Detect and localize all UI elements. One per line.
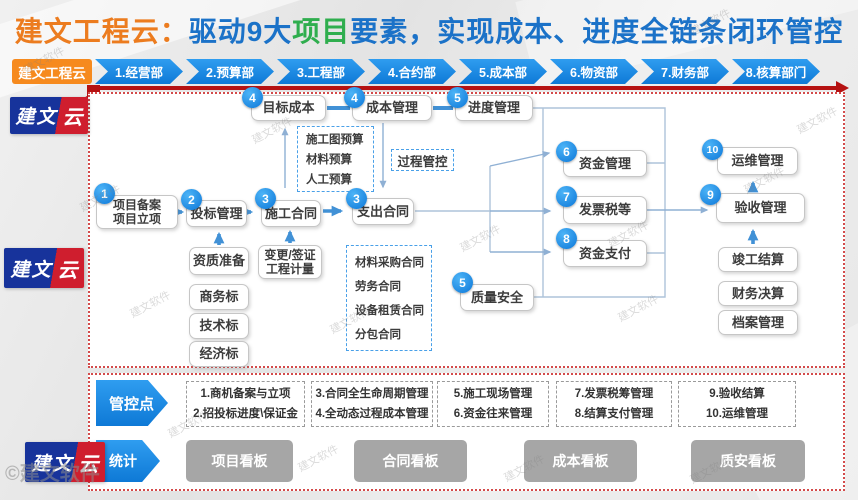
nav-item-chengbenbu: 5.成本部 (459, 59, 547, 84)
cp-line: 9.验收结算 (709, 388, 765, 400)
badge-4b: 4 (344, 87, 365, 108)
node-fund-management: 资金管理 (563, 150, 647, 177)
change-visa-line1: 变更/签证 (264, 247, 316, 262)
node-bidding: 投标管理 (186, 200, 247, 227)
node-economic-bid: 经济标 (189, 341, 249, 367)
badge-8: 8 (556, 228, 577, 249)
nav-item-jingyingbu: 1.经营部 (95, 59, 183, 84)
badge-1: 1 (94, 183, 115, 204)
control-point-group-5: 9.验收结算 10.运维管理 (678, 381, 796, 427)
title-brand: 建文工程云： (14, 16, 189, 47)
nav-item-caiwubu: 7.财务部 (641, 59, 729, 84)
project-filing-line2: 项目立项 (112, 212, 161, 226)
nav-home-chip: 建文工程云 (12, 59, 92, 84)
control-point-group-4: 7.发票税筹管理 8.结算支付管理 (556, 381, 672, 427)
cp-line: 8.结算支付管理 (574, 408, 654, 420)
board-contract: 合同看板 (354, 440, 467, 482)
badge-3a: 3 (255, 188, 276, 209)
board-cost: 成本看板 (524, 440, 637, 482)
cp-line: 3.合同全生命周期管理 (315, 388, 429, 400)
contract-line: 分包合同 (355, 329, 401, 341)
contract-line: 劳务合同 (355, 281, 401, 293)
node-financial-settlement: 财务决算 (718, 281, 798, 306)
badge-3b: 3 (346, 188, 367, 209)
node-progress-management: 进度管理 (455, 95, 533, 121)
budget-list: 施工图预算 材料预算 人工预算 (297, 126, 374, 192)
contract-list: 材料采购合同 劳务合同 设备租赁合同 分包合同 (346, 245, 432, 351)
contract-line: 设备租赁合同 (355, 305, 424, 317)
jianwen-cloud-logo: 建文 云 (25, 442, 105, 482)
nav-item-yusuanbu: 2.预算部 (186, 59, 274, 84)
badge-5b: 5 (452, 272, 473, 293)
badge-7: 7 (556, 186, 577, 207)
control-point-group-1: 1.商机备案与立项 2.招投标进度\保证金 (186, 381, 305, 427)
cp-line: 4.全动态过程成本管理 (315, 408, 429, 420)
cp-line: 1.商机备案与立项 (200, 388, 291, 400)
node-invoice-tax: 发票税等 (563, 196, 647, 224)
control-point-group-3: 5.施工现场管理 6.资金往来管理 (437, 381, 549, 427)
badge-4a: 4 (242, 87, 263, 108)
node-cost-management: 成本管理 (352, 95, 432, 121)
logo-text-1: 建文 (15, 107, 58, 128)
red-arrow-right-icon (836, 81, 849, 95)
change-visa-line2: 工程计量 (265, 262, 314, 276)
control-point-group-2: 3.合同全生命周期管理 4.全动态过程成本管理 (311, 381, 433, 427)
title-seg1: 驱动9大 (188, 16, 293, 47)
badge-6: 6 (556, 141, 577, 162)
badge-10: 10 (702, 139, 723, 160)
node-construction-contract: 施工合同 (261, 200, 321, 227)
nav-item-gongchengbu: 3.工程部 (277, 59, 365, 84)
cp-line: 10.运维管理 (706, 408, 768, 420)
node-quality-safety: 质量安全 (460, 284, 534, 311)
cp-line: 7.发票税筹管理 (574, 388, 654, 400)
logo-text-2: 云 (62, 107, 83, 129)
budget-line: 材料预算 (306, 154, 352, 166)
budget-line: 人工预算 (306, 174, 352, 186)
process-control-box: 过程管控 (391, 149, 454, 171)
department-nav: 建文工程云 1.经营部 2.预算部 3.工程部 4.合约部 5.成本部 6.物资… (12, 59, 820, 84)
node-business-bid: 商务标 (189, 284, 249, 310)
cp-line: 5.施工现场管理 (453, 388, 533, 400)
node-qualification: 资质准备 (189, 247, 249, 275)
board-quality: 质安看板 (691, 440, 805, 482)
node-target-cost: 目标成本 (251, 95, 326, 121)
node-operation-management: 运维管理 (717, 147, 798, 175)
logo-text-1: 建文 (31, 453, 74, 475)
board-project: 项目看板 (186, 440, 293, 482)
project-filing-line1: 项目备案 (112, 197, 161, 212)
logo-text-1: 建文 (10, 259, 53, 281)
logo-text-2: 云 (78, 453, 99, 476)
node-completion-settlement: 竣工结算 (718, 247, 798, 272)
badge-2: 2 (181, 189, 202, 210)
title-seg2: 项目 (292, 16, 351, 47)
contract-line: 材料采购合同 (355, 257, 424, 269)
logo-text-2: 云 (57, 259, 78, 282)
cp-line: 6.资金往来管理 (453, 408, 533, 420)
node-acceptance-management: 验收管理 (716, 193, 805, 223)
red-loop-line (99, 86, 838, 90)
node-project-filing: 项目备案 项目立项 (96, 195, 178, 229)
copyright-watermark: ©建文软件 (5, 463, 100, 485)
badge-9: 9 (700, 184, 721, 205)
nav-item-wuzibu: 6.物资部 (550, 59, 638, 84)
budget-line: 施工图预算 (306, 134, 364, 146)
node-technical-bid: 技术标 (189, 313, 249, 339)
page-title: 建文工程云：驱动9大项目要素，实现成本、进度全链条闭环管控 (0, 10, 858, 50)
cp-line: 2.招投标进度\保证金 (193, 408, 298, 420)
title-seg3: 要素，实现成本、进度全链条闭环管控 (350, 16, 844, 47)
node-change-visa: 变更/签证 工程计量 (258, 245, 322, 279)
nav-item-heyuebu: 4.合约部 (368, 59, 456, 84)
badge-5a: 5 (447, 87, 468, 108)
jianwen-cloud-logo: 建文 云 (4, 248, 84, 288)
node-fund-payment: 资金支付 (563, 240, 647, 267)
jianwen-cloud-logo: 建文 云 (10, 97, 88, 134)
node-archive-management: 档案管理 (718, 310, 798, 335)
nav-item-hesuanbumen: 8.核算部门 (732, 59, 820, 84)
